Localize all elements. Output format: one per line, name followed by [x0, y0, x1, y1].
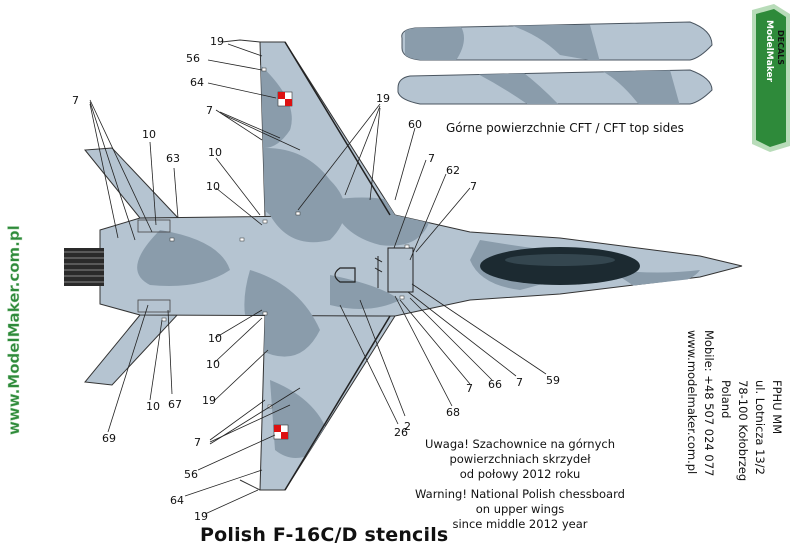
sheet-title: Polish F-16C/D stencils — [200, 524, 449, 546]
callout-63: 63 — [166, 152, 180, 165]
badge-line2: DECALS — [776, 30, 785, 65]
callout-7-e: 7 — [194, 436, 201, 449]
callout-67: 67 — [168, 398, 182, 411]
cft-caption: Górne powierzchnie CFT / CFT top sides — [446, 121, 684, 135]
side-url-logo: www.ModelMaker.com.pl — [5, 225, 23, 435]
warning-polish: Uwaga! Szachownice na górnych powierzchn… — [400, 437, 640, 482]
address-line: Poland — [719, 380, 733, 418]
callout-69: 69 — [102, 432, 116, 445]
callout-10-b: 10 — [208, 146, 222, 159]
warning-pl-line: od połowy 2012 roku — [459, 467, 581, 481]
callout-2: 2 — [404, 420, 411, 433]
warning-english: Warning! National Polish chessboard on u… — [400, 487, 640, 532]
callout-19-d: 19 — [194, 510, 208, 523]
callout-59: 59 — [546, 374, 560, 387]
warning-en-line: Warning! National Polish chessboard — [415, 487, 625, 501]
warning-en-line: on upper wings — [475, 502, 565, 516]
address-line: ul. Lotnicza 13/2 — [753, 380, 767, 475]
callout-19-a: 19 — [210, 35, 224, 48]
callout-68: 68 — [446, 406, 460, 419]
lower-tailplane — [84, 311, 182, 386]
callout-64-a: 64 — [190, 76, 204, 89]
badge-line1: ModelMaker — [764, 20, 774, 83]
callout-10-c: 10 — [206, 180, 220, 193]
callout-10-e: 10 — [206, 358, 220, 371]
callout-7-g: 7 — [516, 376, 523, 389]
modelmaker-badge: ModelMaker DECALS — [752, 4, 790, 152]
warning-en-line: since middle 2012 year — [452, 517, 588, 531]
address-line: FPHU MM — [770, 380, 784, 434]
polish-chessboard-upper — [277, 91, 293, 107]
address-line: www.modelmaker.com.pl — [685, 330, 699, 474]
stencil-marks — [161, 67, 410, 409]
callout-19-b: 19 — [376, 92, 390, 105]
callout-56-b: 56 — [184, 468, 198, 481]
callout-19-c: 19 — [202, 394, 216, 407]
callout-60: 60 — [408, 118, 422, 131]
cft-upper-part — [401, 21, 713, 61]
polish-chessboard-lower — [273, 424, 289, 440]
callout-7-b: 7 — [428, 152, 435, 165]
callout-56-a: 56 — [186, 52, 200, 65]
callout-10-a: 10 — [142, 128, 156, 141]
address-line: Mobile: +48 507 024 077 — [702, 330, 716, 476]
address-block: FPHU MM ul. Lotnicza 13/2 78-100 Kołobrz… — [685, 330, 784, 481]
warning-pl-line: Uwaga! Szachownice na górnych — [424, 437, 615, 451]
callout-64-b: 64 — [170, 494, 184, 507]
callout-7-c: 7 — [470, 180, 477, 193]
callout-10-f: 10 — [146, 400, 160, 413]
f16-top-view — [64, 39, 743, 491]
callout-10-d: 10 — [208, 332, 222, 345]
callout-7-a: 7 — [206, 104, 213, 117]
callout-7-f: 7 — [466, 382, 473, 395]
warning-pl-line: powierzchniach skrzydeł — [449, 452, 591, 466]
callout-62: 62 — [446, 164, 460, 177]
engine-exhaust — [64, 248, 104, 286]
leader-lines — [89, 43, 547, 515]
callout-numbers: 19 56 64 7 10 63 10 10 19 60 7 62 7 7 10… — [72, 35, 560, 523]
side-url-text: www.ModelMaker.com.pl — [5, 225, 23, 435]
callout-7-d: 7 — [72, 94, 79, 107]
callout-66: 66 — [488, 378, 502, 391]
address-line: 78-100 Kołobrzeg — [736, 380, 750, 481]
cft-lower-part — [397, 69, 713, 105]
callout-26: 26 — [394, 426, 408, 439]
